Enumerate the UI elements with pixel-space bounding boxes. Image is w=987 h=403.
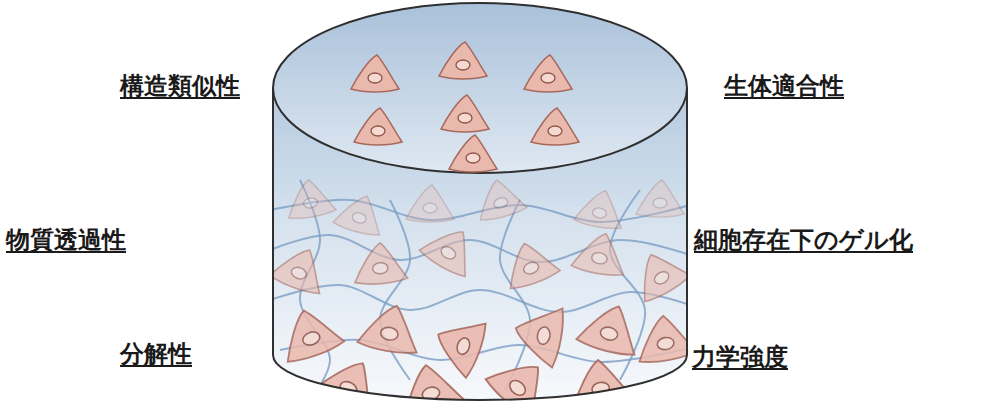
- cell: [636, 180, 684, 217]
- cell: [332, 189, 388, 237]
- cell: [472, 174, 528, 222]
- cell: [524, 55, 572, 92]
- cell: [354, 108, 402, 145]
- property-label: 構造類似性: [120, 72, 240, 101]
- cell: [498, 235, 562, 291]
- cell: [626, 243, 692, 305]
- cell: [428, 310, 489, 379]
- cell: [269, 240, 333, 296]
- property-label: 物質透過性: [6, 226, 126, 255]
- property-label: 細胞存在下のゲル化: [694, 226, 913, 255]
- cell: [439, 42, 487, 79]
- property-label: 生体適合性: [724, 72, 844, 101]
- cell: [441, 95, 489, 132]
- surface-cells: [351, 42, 579, 172]
- cell: [283, 176, 337, 221]
- property-label: 分解性: [120, 340, 192, 369]
- polymer-fibre: [500, 200, 530, 390]
- cell: [273, 301, 345, 365]
- polymer-fibre: [270, 235, 690, 262]
- cell: [573, 186, 627, 231]
- cell: [483, 347, 559, 403]
- polymer-fibre: [270, 285, 690, 312]
- cell: [576, 298, 646, 358]
- cell: [418, 218, 484, 280]
- cell: [531, 108, 579, 145]
- property-label: 力学強度: [692, 343, 788, 372]
- cell: [357, 300, 424, 356]
- cell: [406, 185, 454, 222]
- gel-body: [273, 3, 687, 400]
- cell: [351, 55, 399, 92]
- cell: [352, 241, 408, 286]
- gel-top-surface: [273, 3, 687, 173]
- cell: [449, 135, 497, 172]
- cell: [571, 229, 630, 278]
- gel-interior: [269, 174, 697, 403]
- cell: [510, 301, 566, 368]
- gel-outline: [273, 88, 687, 400]
